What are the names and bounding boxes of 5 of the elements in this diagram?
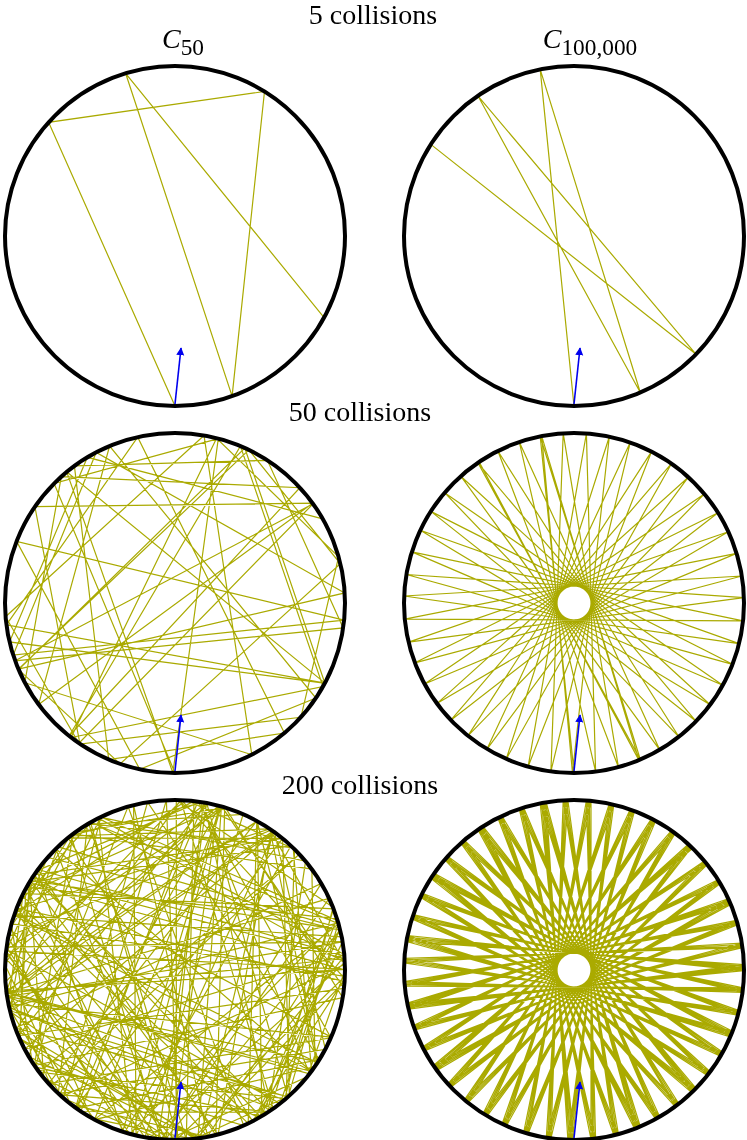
column-heading: C$_{100,000}$ bbox=[542, 24, 638, 62]
row-heading: 5 collisions bbox=[308, 0, 438, 30]
row-heading: 200 collisions bbox=[281, 770, 439, 800]
row-heading: 50 collisions bbox=[288, 397, 432, 427]
column-heading: C$_{50}$ bbox=[162, 24, 204, 62]
